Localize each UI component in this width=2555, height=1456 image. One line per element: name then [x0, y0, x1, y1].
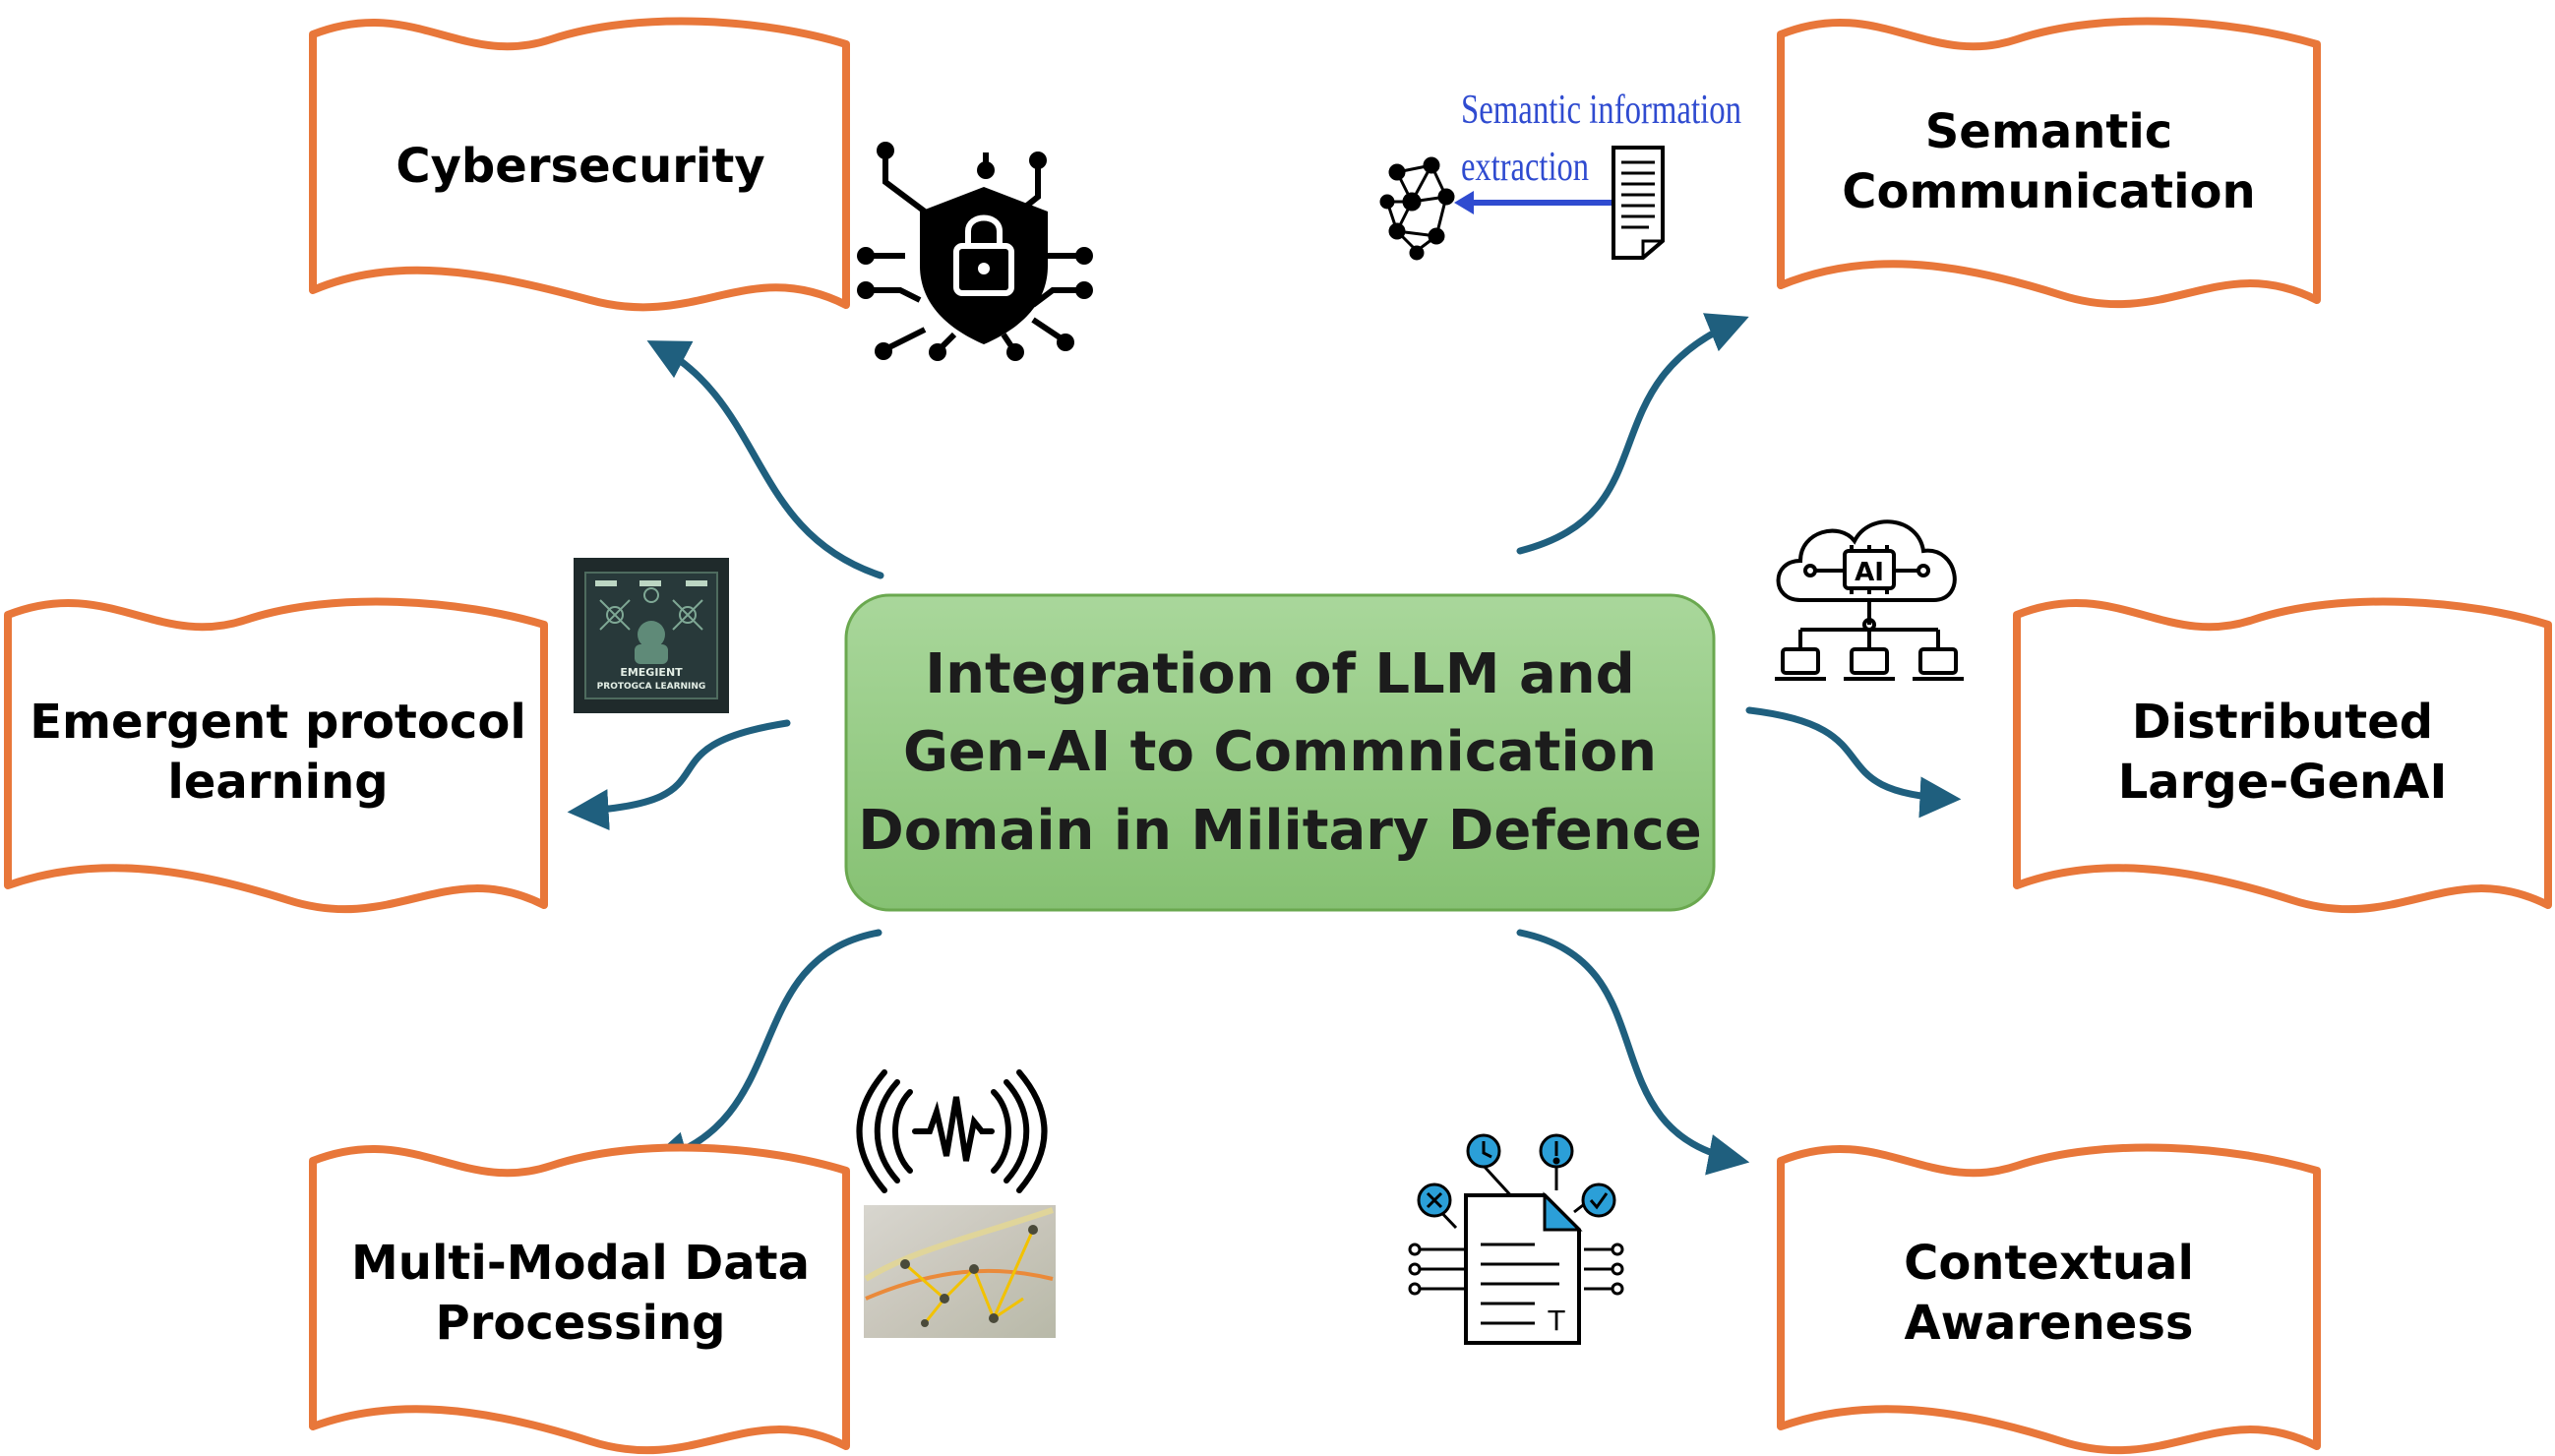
connector-contextual: [1516, 929, 1750, 1176]
connector-cybersecurity: [646, 340, 884, 579]
banner-cybersecurity: [309, 17, 850, 312]
ai-cloud-network-icon: AI: [1775, 519, 1964, 681]
semantic-icon-line1: Semantic information: [1461, 88, 1741, 133]
label-emergent: Emergent protocol learning: [30, 694, 526, 810]
knowledge-graph-icon: [1379, 156, 1455, 261]
connectors: [567, 313, 1962, 1176]
central-topic: Integration of LLM and Gen-AI to Commnic…: [858, 641, 1702, 863]
label-multimodal: Multi-Modal Data Processing: [351, 1235, 810, 1351]
thumbnail-line2: PROTOGCA LEARNING: [597, 682, 706, 692]
shield-lock-circuit-icon: [857, 142, 1093, 361]
document-process-icon: T: [1408, 1133, 1624, 1345]
semantic-icon-line2: extraction: [1461, 145, 1589, 190]
banner-contextual: [1777, 1143, 2321, 1455]
label-semantic: Semantic Communication: [1842, 103, 2256, 219]
banners: [4, 17, 2552, 1455]
semantic-extraction-icon: Semantic information extraction: [1379, 88, 1741, 261]
label-cybersecurity: Cybersecurity: [395, 139, 765, 195]
connector-multimodal: [645, 929, 882, 1173]
thumbnail-line1: EMEGIENT: [620, 666, 683, 679]
ai-chip-label: AI: [1855, 558, 1884, 587]
doc-glyph: T: [1547, 1304, 1565, 1337]
central-node: [844, 593, 1716, 912]
banner-semantic: [1777, 17, 2321, 309]
banner-distributed: [2013, 597, 2552, 914]
label-distributed: Distributed Large-GenAI: [2117, 694, 2448, 810]
label-contextual: Contextual Awareness: [1904, 1235, 2194, 1351]
connector-semantic: [1516, 313, 1749, 555]
banner-emergent: [4, 597, 548, 914]
connector-distributed: [1745, 706, 1962, 819]
document-icon: [1612, 146, 1665, 260]
connector-emergent: [567, 719, 791, 831]
multimodal-map-image: [864, 1205, 1056, 1338]
emergent-protocol-thumbnail-icon: EMEGIENT PROTOGCA LEARNING: [574, 558, 729, 713]
banner-multimodal: [309, 1143, 850, 1455]
signal-wave-icon: [856, 1069, 1048, 1193]
